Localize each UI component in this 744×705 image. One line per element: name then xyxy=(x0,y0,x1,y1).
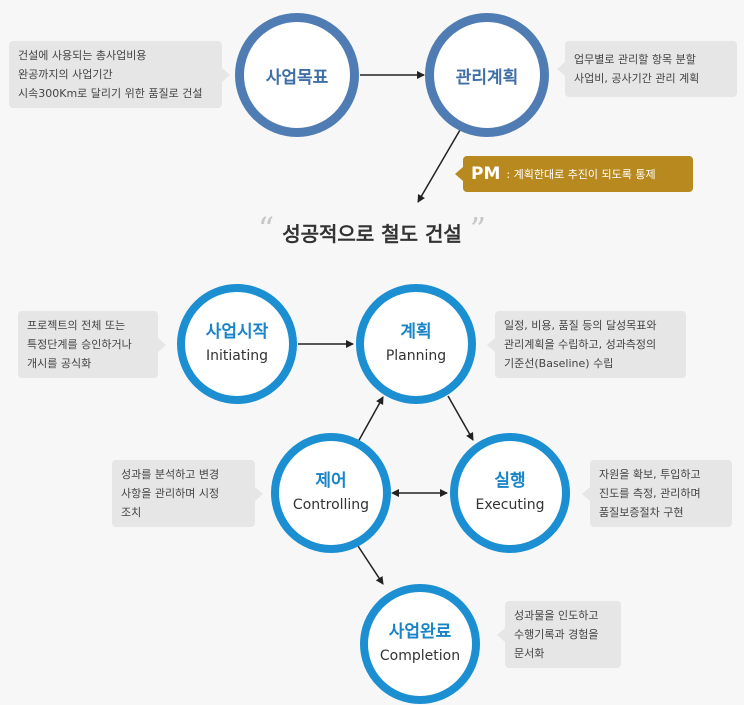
planning-desc-line: 일정, 비용, 품질 등의 달성목표와 xyxy=(504,319,657,332)
planning-callout: 일정, 비용, 품질 등의 달성목표와 관리계획을 수립하고, 성과측정의 기준… xyxy=(487,311,686,378)
completion-desc-line: 문서화 xyxy=(514,647,545,660)
controlling-desc-line: 조치 xyxy=(121,506,142,519)
open-quote: “ xyxy=(257,210,275,248)
initiating-callout: 프로젝트의 전체 또는 특정단계를 승인하거나 개시를 공식화 xyxy=(18,311,166,378)
goal-desc-line: 시속300Km로 달리기 위한 품질로 건설 xyxy=(18,87,203,100)
pm-text: : 계획한대로 추진이 되도록 통제 xyxy=(506,168,656,181)
completion-desc-line: 수행기록과 경험을 xyxy=(514,628,599,641)
initiating-label-en: Initiating xyxy=(206,348,268,364)
headline: “ 성공적으로 철도 건설 ” xyxy=(232,212,512,252)
controlling-desc-line: 성과를 분석하고 변경 xyxy=(121,468,220,481)
completion-label-en: Completion xyxy=(379,648,461,664)
arrow-controlling-to-planning xyxy=(357,396,384,443)
goal-callout: 건설에 사용되는 총사업비용 완공까지의 사업기간 시속300Km로 달리기 위… xyxy=(9,41,230,108)
controlling-circle: 제어 Controlling xyxy=(271,433,391,553)
initiating-circle: 사업시작 Initiating xyxy=(177,284,297,404)
plan-desc-line: 사업비, 공사기간 관리 계획 xyxy=(574,72,700,85)
initiating-label-ko: 사업시작 xyxy=(205,322,269,342)
pm-label: PM xyxy=(471,164,501,184)
arrow-controlling-to-completion xyxy=(357,545,384,585)
executing-label-en: Executing xyxy=(475,497,545,513)
plan-circle: 관리계획 xyxy=(425,13,549,137)
completion-callout: 성과물을 인도하고 수행기록과 경험을 문서화 xyxy=(497,601,621,668)
planning-label-en: Planning xyxy=(385,348,447,364)
executing-label-ko: 실행 xyxy=(494,471,526,491)
arrow-planning-to-executing xyxy=(447,395,474,441)
initiating-desc-line: 특정단계를 승인하거나 xyxy=(27,338,132,351)
pm-badge: PM : 계획한대로 추진이 되도록 통제 xyxy=(455,156,693,192)
goal-label: 사업목표 xyxy=(265,67,329,88)
controlling-label-ko: 제어 xyxy=(315,471,347,491)
plan-label: 관리계획 xyxy=(455,67,519,88)
executing-desc-line: 진도를 측정, 관리하며 xyxy=(599,487,701,500)
completion-desc-line: 성과물을 인도하고 xyxy=(514,609,599,622)
executing-desc-line: 자원을 확보, 투입하고 xyxy=(599,468,701,481)
controlling-callout: 성과를 분석하고 변경 사항을 관리하며 시정 조치 xyxy=(112,460,263,527)
goal-desc-line: 건설에 사용되는 총사업비용 xyxy=(18,49,147,62)
planning-desc-line: 관리계획을 수립하고, 성과측정의 xyxy=(504,338,657,351)
controlling-desc-line: 사항을 관리하며 시정 xyxy=(121,487,220,500)
close-quote: ” xyxy=(469,210,487,248)
initiating-desc-line: 프로젝트의 전체 또는 xyxy=(27,319,126,332)
goal-desc-line: 완공까지의 사업기간 xyxy=(18,68,113,81)
planning-desc-line: 기준선(Baseline) 수립 xyxy=(504,357,614,370)
headline-text: 성공적으로 철도 건설 xyxy=(282,221,462,246)
executing-callout: 자원을 확보, 투입하고 진도를 측정, 관리하며 품질보증절차 구현 xyxy=(582,460,732,527)
controlling-label-en: Controlling xyxy=(292,497,370,513)
plan-desc-line: 업무별로 관리할 항목 분할 xyxy=(574,53,696,66)
executing-circle: 실행 Executing xyxy=(450,433,570,553)
planning-label-ko: 계획 xyxy=(400,322,432,342)
completion-circle: 사업완료 Completion xyxy=(360,584,480,704)
arrow-plan-to-headline xyxy=(417,129,461,203)
completion-label-ko: 사업완료 xyxy=(388,622,452,642)
plan-callout: 업무별로 관리할 항목 분할 사업비, 공사기간 관리 계획 xyxy=(557,41,737,97)
planning-circle: 계획 Planning xyxy=(356,284,476,404)
initiating-desc-line: 개시를 공식화 xyxy=(27,357,92,370)
executing-desc-line: 품질보증절차 구현 xyxy=(599,506,684,519)
goal-circle: 사업목표 xyxy=(235,13,359,137)
